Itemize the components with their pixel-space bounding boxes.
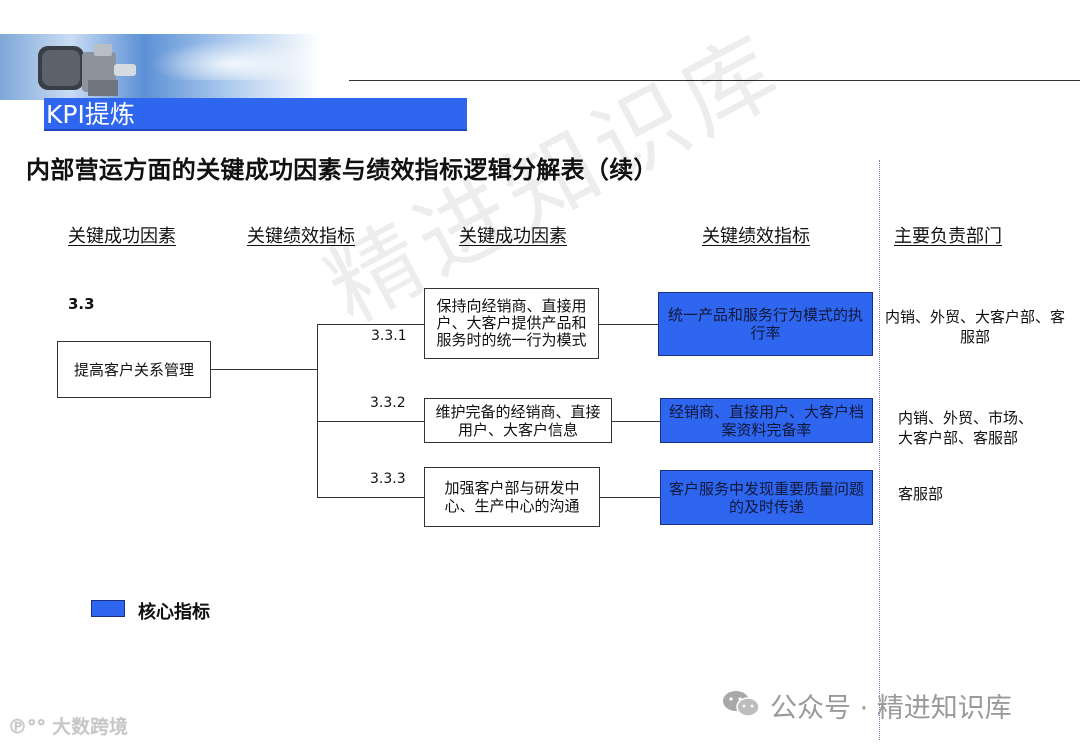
column-header-kpi-2: 关键绩效指标 (702, 226, 810, 247)
kpi-label: 客户服务中发现重要质量问题的及时传递 (668, 479, 864, 516)
footer-wechat-account: 公众号 · 精进知识库 (770, 693, 1012, 724)
banner-cloud (150, 40, 320, 80)
column-header-csf-2: 关键成功因素 (459, 226, 567, 247)
section-tag: KPI提炼 (44, 98, 467, 131)
motor-illustration-icon (38, 44, 136, 96)
logo-icon: ℗°° (8, 716, 53, 738)
connector-kpi-3 (599, 497, 660, 499)
factor-box: 加强客户部与研发中心、生产中心的沟通 (424, 467, 600, 527)
connector-branch-3 (317, 497, 424, 499)
factor-box: 保持向经销商、直接用户、大客户提供产品和服务时的统一行为模式 (424, 288, 599, 359)
root-factor-box: 提高客户关系管理 (57, 341, 211, 398)
factor-box: 维护完备的经销商、直接用户、大客户信息 (424, 398, 612, 443)
connector-kpi-1 (598, 324, 658, 326)
connector-root (211, 369, 318, 371)
legend-core-kpi-swatch (91, 600, 125, 617)
footer-logo-text: 大数跨境 (52, 716, 129, 738)
branch-number: 3.3.3 (370, 471, 406, 487)
footer-logo: ℗°° 大数跨境 (8, 712, 128, 739)
kpi-box-core: 客户服务中发现重要质量问题的及时传递 (660, 470, 873, 525)
branch-number: 3.3.2 (370, 395, 406, 411)
department-label: 客服部 (898, 485, 944, 503)
column-header-kpi-1: 关键绩效指标 (247, 226, 355, 247)
column-header-csf-1: 关键成功因素 (68, 226, 176, 247)
wechat-icon (723, 691, 760, 717)
section-number: 3.3 (68, 295, 95, 313)
kpi-label: 经销商、直接用户、大客户档案资料完备率 (668, 402, 864, 439)
page-title: 内部营运方面的关键成功因素与绩效指标逻辑分解表（续） (26, 156, 658, 184)
department-label: 内销、外贸、市场、大客户部、客服部 (898, 409, 1034, 447)
connector-kpi-2 (612, 421, 660, 423)
connector-trunk (317, 324, 319, 497)
kpi-label: 统一产品和服务行为模式的执行率 (667, 306, 863, 342)
kpi-box-core: 经销商、直接用户、大客户档案资料完备率 (660, 398, 873, 443)
connector-branch-2 (317, 421, 424, 423)
legend-core-kpi-label: 核心指标 (138, 602, 210, 623)
connector-branch-1 (317, 324, 424, 326)
department-label: 内销、外贸、大客户部、客服部 (885, 308, 1066, 346)
column-divider (879, 160, 880, 740)
branch-number: 3.3.1 (371, 328, 407, 344)
factor-label: 保持向经销商、直接用户、大客户提供产品和服务时的统一行为模式 (436, 297, 587, 349)
kpi-box-core: 统一产品和服务行为模式的执行率 (658, 292, 873, 356)
column-header-department: 主要负责部门 (894, 226, 1002, 247)
factor-label: 加强客户部与研发中心、生产中心的沟通 (444, 479, 580, 515)
header-rule (349, 80, 1080, 81)
root-factor-label: 提高客户关系管理 (73, 360, 194, 379)
factor-label: 维护完备的经销商、直接用户、大客户信息 (435, 402, 601, 439)
